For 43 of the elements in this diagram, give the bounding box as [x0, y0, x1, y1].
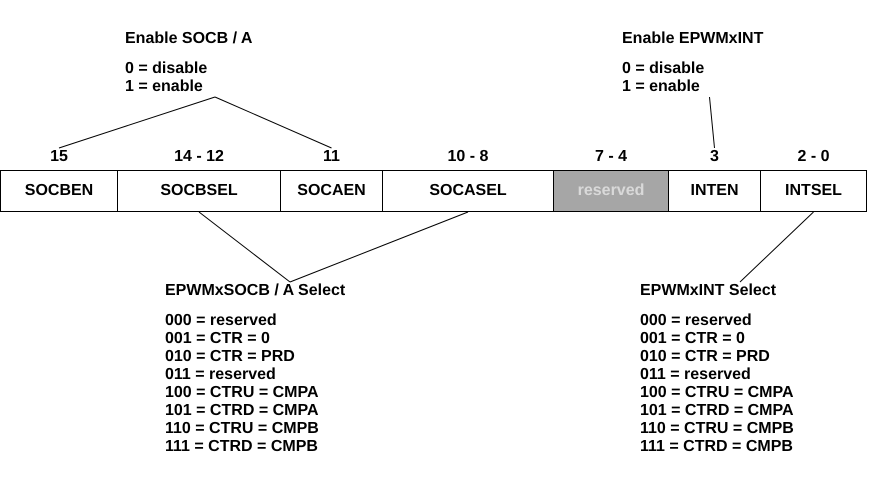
- value-line: 010 = CTR = PRD: [640, 348, 770, 366]
- register-field: SOCASEL: [382, 170, 554, 212]
- note-heading: EPWMxSOCB / A Select: [165, 282, 346, 300]
- bit-number: 14 - 12: [174, 148, 224, 166]
- leader-line: [198, 212, 290, 282]
- leader-line: [58, 96, 216, 148]
- bit-number: 11: [323, 148, 340, 166]
- value-line: 001 = CTR = 0: [640, 330, 745, 348]
- register-field: SOCAEN: [280, 170, 383, 212]
- value-line: 110 = CTRU = CMPB: [640, 420, 794, 438]
- value-line: 100 = CTRU = CMPA: [640, 384, 794, 402]
- value-line: 011 = reserved: [165, 366, 276, 384]
- value-line: 101 = CTRD = CMPA: [165, 402, 319, 420]
- value-line: 0 = disable: [125, 60, 208, 78]
- note-heading: Enable SOCB / A: [125, 30, 252, 48]
- leader-line: [290, 212, 468, 282]
- bit-number: 7 - 4: [594, 148, 627, 166]
- note-heading: Enable EPWMxINT: [622, 30, 764, 48]
- value-line: 000 = reserved: [640, 312, 752, 330]
- value-line: 010 = CTR = PRD: [165, 348, 295, 366]
- value-line: 111 = CTRD = CMPB: [640, 438, 793, 456]
- value-line: 1 = enable: [622, 78, 700, 96]
- value-line: 111 = CTRD = CMPB: [165, 438, 318, 456]
- value-line: 0 = disable: [622, 60, 704, 78]
- value-line: 000 = reserved: [165, 312, 277, 330]
- bit-number: 2 - 0: [797, 148, 830, 166]
- value-line: 001 = CTR = 0: [165, 330, 270, 348]
- leader-line: [709, 96, 715, 148]
- value-line: 100 = CTRU = CMPA: [165, 384, 319, 402]
- bit-number: 3: [710, 148, 719, 166]
- value-line: 101 = CTRD = CMPA: [640, 402, 794, 420]
- note-heading: EPWMxINT Select: [640, 282, 776, 300]
- register-field: SOCBEN: [0, 170, 118, 212]
- leader-line: [214, 96, 332, 148]
- leader-line: [740, 212, 814, 282]
- bit-number: 15: [50, 148, 68, 166]
- bit-number: 10 - 8: [448, 148, 488, 166]
- value-line: 1 = enable: [125, 78, 203, 96]
- register-field: SOCBSEL: [117, 170, 281, 212]
- register-field: INTSEL: [760, 170, 867, 212]
- value-line: 011 = reserved: [640, 366, 751, 384]
- register-field: INTEN: [668, 170, 761, 212]
- value-line: 110 = CTRU = CMPB: [165, 420, 319, 438]
